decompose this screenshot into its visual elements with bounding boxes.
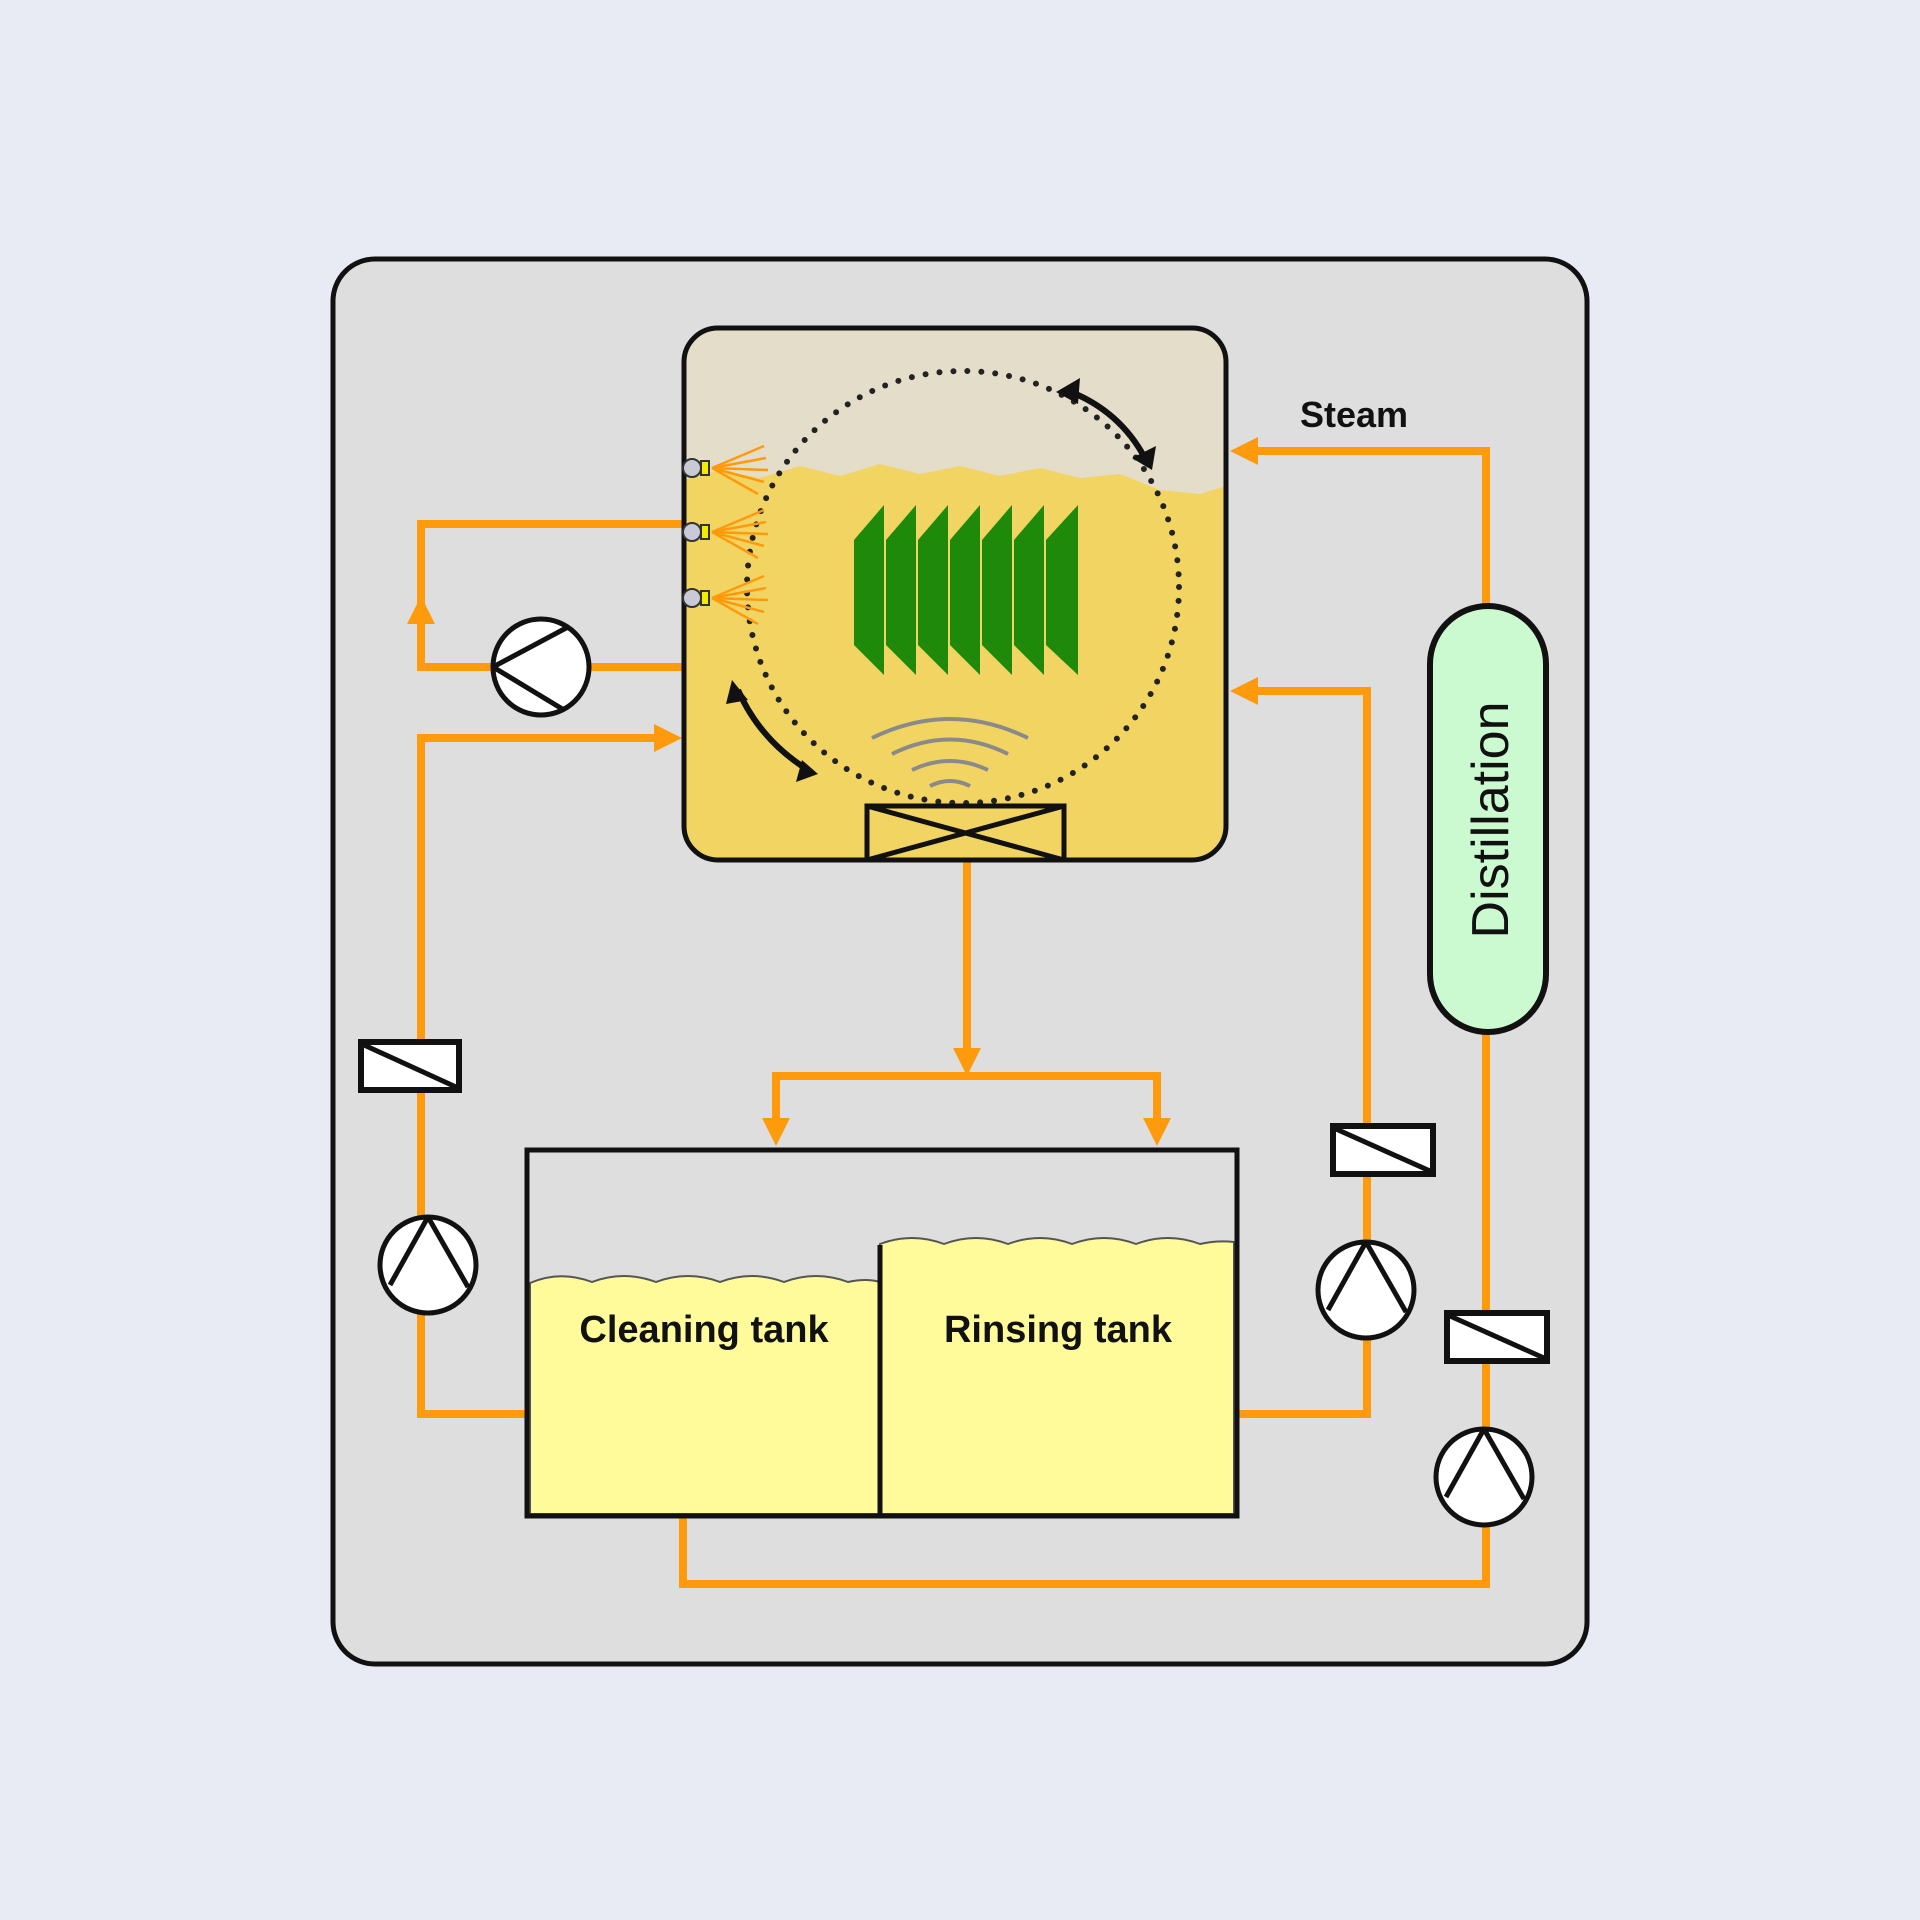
chamber-liquid	[684, 464, 1226, 860]
rotation-arrow-bottom-icon	[726, 680, 818, 782]
tank-unit: Cleaning tank Rinsing tank	[524, 1147, 1240, 1519]
arrow-right-icon	[654, 724, 682, 752]
distillation-unit: Distillation	[1427, 603, 1549, 1035]
arrow-left-icon	[1230, 437, 1258, 465]
steam-label: Steam	[1300, 394, 1408, 435]
arrow-down-icon	[762, 1118, 790, 1146]
rinsing-filter[interactable]	[1330, 1123, 1436, 1177]
part	[982, 505, 1012, 675]
rinsing-tank-label: Rinsing tank	[944, 1309, 1173, 1351]
process-chamber	[681, 325, 1229, 863]
distillation-filter[interactable]	[1444, 1310, 1550, 1364]
spray-nozzles	[682, 444, 769, 626]
arrow-down-icon	[953, 1048, 981, 1076]
spray-nozzle-icon	[682, 508, 769, 560]
cleaning-tank-label: Cleaning tank	[579, 1309, 829, 1351]
rinsing-pump[interactable]	[1315, 1239, 1417, 1341]
rinsing-tank-liquid	[879, 1237, 1235, 1515]
cleaning-filter[interactable]	[358, 1039, 462, 1093]
spray-nozzle-icon	[682, 444, 769, 496]
flow-arrows	[407, 437, 1258, 1146]
arrow-left-icon	[1230, 677, 1258, 705]
part	[854, 505, 884, 675]
spray-nozzle-icon	[682, 574, 769, 626]
basket-rotation-path	[744, 368, 1182, 806]
rotation-arrow-top-icon	[1056, 378, 1156, 470]
ultrasonic-waves-icon	[871, 717, 1029, 788]
part	[1046, 505, 1078, 675]
spray-circulation-pump[interactable]	[490, 616, 592, 718]
cleaning-tank-liquid	[529, 1275, 881, 1515]
cleaning-pump[interactable]	[377, 1214, 479, 1316]
part	[950, 505, 980, 675]
drain-valve[interactable]	[864, 803, 1067, 863]
arrow-down-icon	[1143, 1118, 1171, 1146]
part	[918, 505, 948, 675]
arrow-up-icon	[407, 596, 435, 624]
pipe-to-distillation	[679, 1034, 1490, 1588]
part	[886, 505, 916, 675]
distillation-label: Distillation	[1462, 702, 1520, 939]
pipe-steam	[1244, 447, 1490, 608]
part	[1014, 505, 1044, 675]
parts-rack	[854, 505, 1078, 675]
pipe-rinsing-feed	[1237, 687, 1371, 1418]
distillation-pump[interactable]	[1433, 1426, 1535, 1528]
pipe-drain-split	[772, 1072, 1161, 1130]
